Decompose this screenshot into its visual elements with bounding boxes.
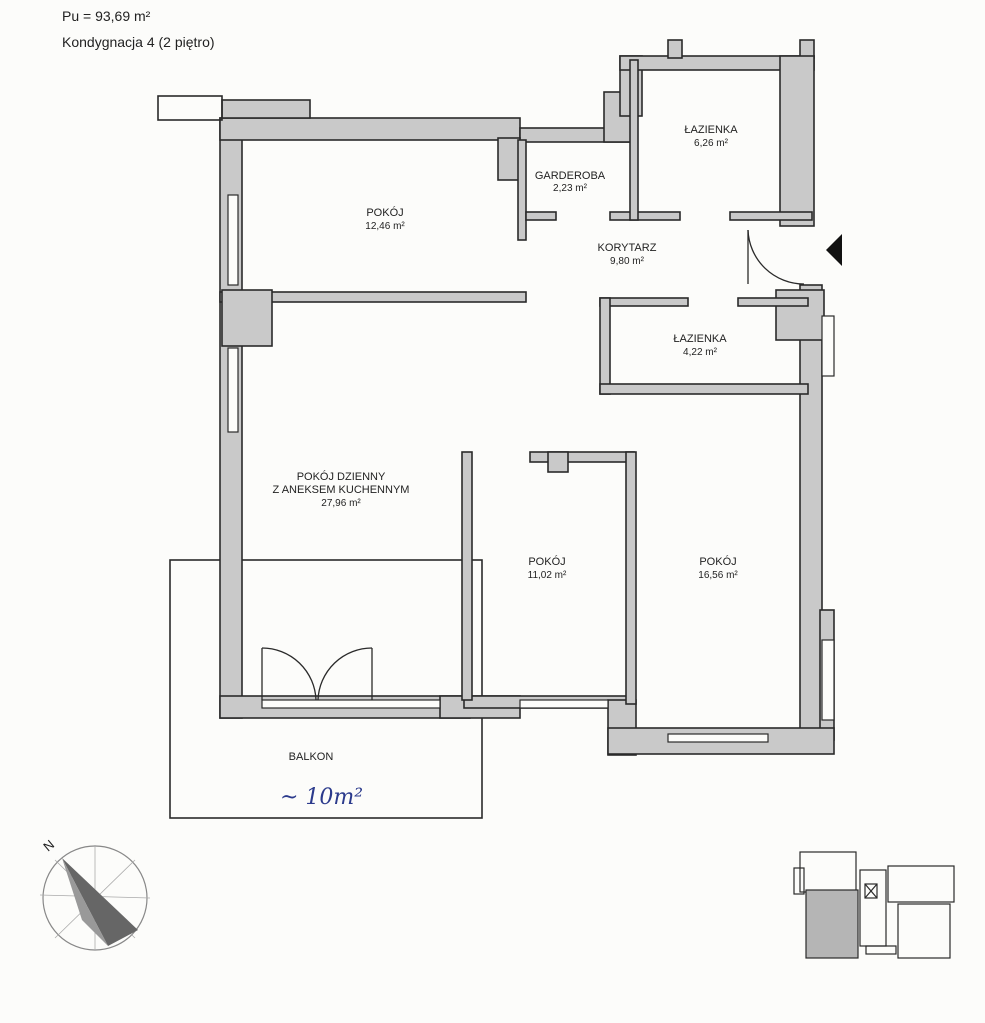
floor-label: Kondygnacja 4 (2 piętro) bbox=[62, 34, 215, 50]
room-name: BALKON bbox=[289, 751, 334, 763]
room-labels: ŁAZIENKA 6,26 m² GARDEROBA 2,23 m² POKÓJ… bbox=[273, 124, 739, 810]
interior-walls bbox=[219, 59, 813, 705]
room-area: 2,23 m² bbox=[553, 183, 588, 194]
doors bbox=[261, 229, 805, 701]
entrance-arrow-icon bbox=[826, 234, 842, 266]
total-area: Pu = 93,69 m² bbox=[62, 8, 151, 24]
room-name: GARDEROBA bbox=[535, 170, 606, 182]
room-name: POKÓJ DZIENNY bbox=[297, 470, 386, 483]
windows bbox=[227, 194, 835, 743]
room-area: 4,22 m² bbox=[683, 347, 718, 358]
room-area: 6,26 m² bbox=[694, 138, 729, 149]
room-area: 12,46 m² bbox=[365, 221, 405, 232]
room-area: 16,56 m² bbox=[698, 570, 738, 581]
compass-north-label: N bbox=[40, 837, 57, 855]
room-area: 9,80 m² bbox=[610, 256, 645, 267]
room-name: POKÓJ bbox=[366, 206, 403, 219]
room-area: 27,96 m² bbox=[321, 498, 361, 509]
key-plan bbox=[793, 851, 955, 959]
compass-needle-icon bbox=[62, 858, 138, 946]
room-name: ŁAZIENKA bbox=[684, 124, 738, 136]
compass: N bbox=[39, 837, 151, 951]
room-name: POKÓJ bbox=[528, 555, 565, 568]
room-name: KORYTARZ bbox=[598, 242, 657, 254]
room-name: POKÓJ bbox=[699, 555, 736, 568]
room-name-line2: Z ANEKSEM KUCHENNYM bbox=[273, 484, 410, 496]
handwritten-note: ~ 10m² bbox=[280, 785, 363, 810]
room-area: 11,02 m² bbox=[528, 570, 567, 581]
room-name: ŁAZIENKA bbox=[673, 333, 727, 345]
outer-walls bbox=[157, 39, 835, 756]
balcony bbox=[169, 559, 483, 819]
